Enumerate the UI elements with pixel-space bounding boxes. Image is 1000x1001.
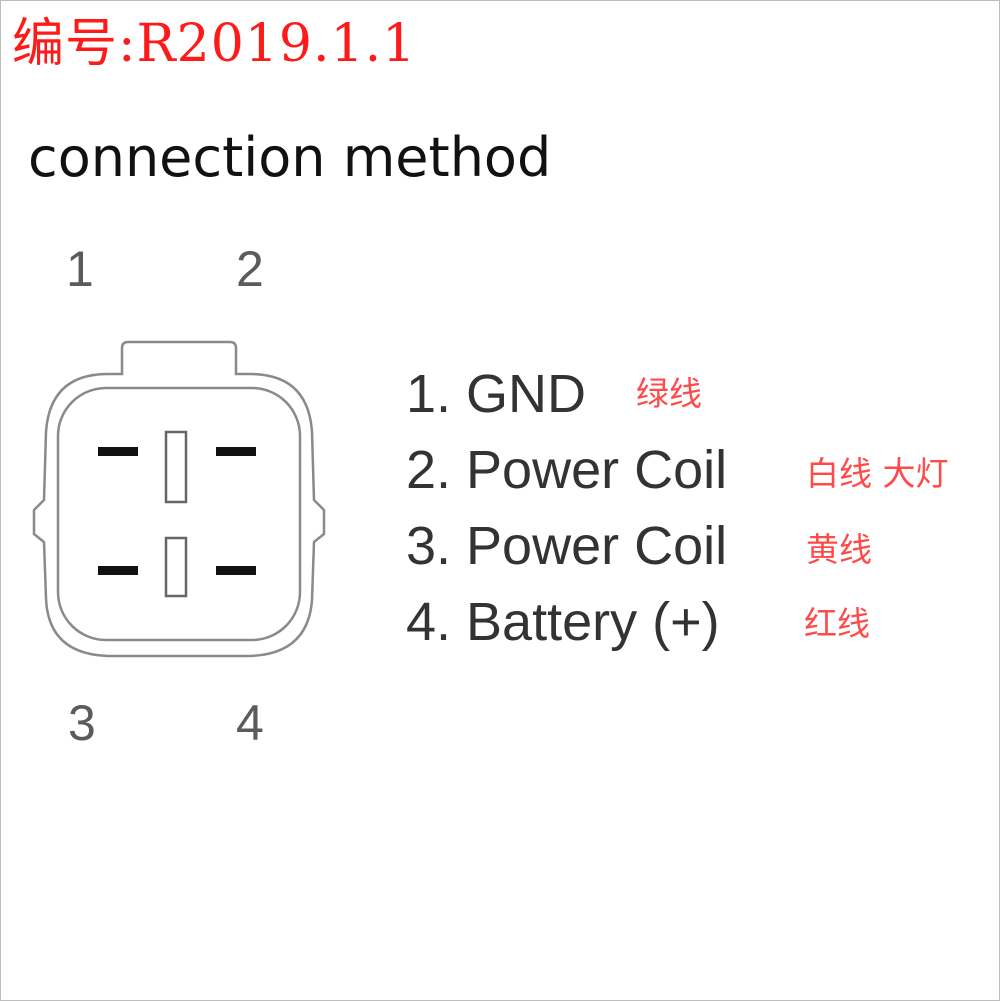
- legend-item-label: 2. Power Coil: [406, 440, 728, 500]
- legend-item: 1. GND 绿线: [406, 356, 986, 432]
- connector-housing-outline: [32, 340, 326, 658]
- legend-item: 2. Power Coil 白线 大灯: [406, 432, 986, 508]
- wire-color-note: 白线 大灯: [806, 454, 949, 493]
- legend-item-label: 4. Battery (+): [406, 592, 720, 652]
- legend-item: 4. Battery (+) 红线: [406, 584, 986, 660]
- connector-diagram: [32, 340, 326, 658]
- center-slot-bottom: [164, 536, 188, 598]
- terminal-pin-1: [98, 447, 138, 456]
- terminal-pin-2: [216, 447, 256, 456]
- wire-color-note: 绿线: [636, 374, 702, 413]
- center-slot-top: [164, 430, 188, 504]
- wire-color-note: 黄线: [806, 530, 872, 569]
- legend-item-label: 3. Power Coil: [406, 516, 728, 576]
- terminal-pin-3: [98, 566, 138, 575]
- legend-item: 3. Power Coil 黄线: [406, 508, 986, 584]
- pin-number-3: 3: [68, 695, 96, 751]
- terminal-pin-4: [216, 566, 256, 575]
- pin-number-2: 2: [236, 241, 264, 297]
- wire-color-note: 红线: [804, 604, 870, 643]
- connector-inner-wall: [56, 386, 302, 642]
- pin-number-1: 1: [66, 241, 94, 297]
- pin-legend: 1. GND 绿线 2. Power Coil 白线 大灯 3. Power C…: [406, 356, 986, 660]
- legend-item-label: 1. GND: [406, 364, 587, 424]
- code-label: 编号:R2019.1.1: [12, 14, 417, 74]
- page-title: connection method: [28, 126, 552, 189]
- pin-number-4: 4: [236, 695, 264, 751]
